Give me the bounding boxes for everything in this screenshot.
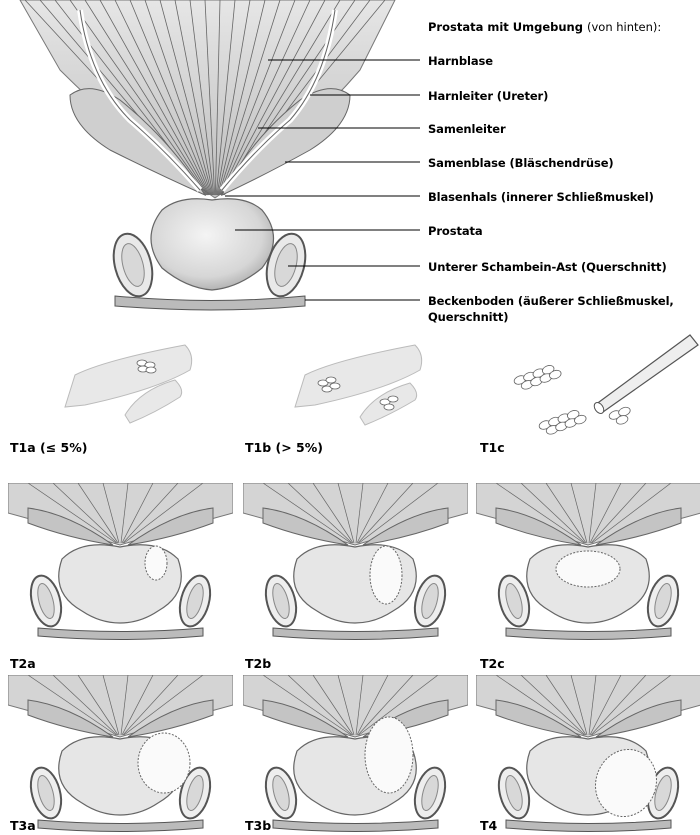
diagram-title: Prostata mit Umgebung (von hinten): xyxy=(428,20,661,34)
pelvic-floor xyxy=(115,296,305,310)
stage-t3a-illustration xyxy=(8,675,233,835)
stage-t1c-illustration xyxy=(500,330,700,450)
label-schambein: Unterer Schambein-Ast (Querschnitt) xyxy=(428,260,667,274)
label-blasenhals: Blasenhals (innerer Schließmuskel) xyxy=(428,190,654,204)
stage-t3b-illustration xyxy=(243,675,468,835)
prostate-shape xyxy=(151,199,274,290)
label-samenblase: Samenblase (Bläschendrüse) xyxy=(428,156,614,170)
label-harnleiter: Harnleiter (Ureter) xyxy=(428,89,548,103)
stage-label-t3a: T3a xyxy=(10,818,36,833)
label-beckenboden: Beckenboden (äußerer Schließmuskel, xyxy=(428,294,674,308)
label-prostata: Prostata xyxy=(428,224,483,238)
stage-label-t3b: T3b xyxy=(245,818,271,833)
stage-t2c-illustration xyxy=(476,483,700,643)
stage-t1b-illustration xyxy=(285,335,445,425)
stage-t4-illustration xyxy=(476,675,700,835)
stage-label-t2b: T2b xyxy=(245,656,271,671)
biopsy-needle xyxy=(592,335,698,415)
stage-t1a-illustration xyxy=(55,335,215,425)
diagram-title-main: Prostata mit Umgebung xyxy=(428,20,583,34)
stage-t2a-illustration xyxy=(8,483,233,643)
stage-label-t4: T4 xyxy=(480,818,497,833)
diagram-title-paren: (von hinten): xyxy=(587,20,661,34)
stage-label-t1a: T1a (≤ 5%) xyxy=(10,440,87,455)
label-beckenboden-cont: Querschnitt) xyxy=(428,310,508,324)
stage-label-t1c: T1c xyxy=(480,440,505,455)
stage-label-t2c: T2c xyxy=(480,656,505,671)
label-samenleiter: Samenleiter xyxy=(428,122,506,136)
stage-t2b-illustration xyxy=(243,483,468,643)
stage-label-t1b: T1b (> 5%) xyxy=(245,440,323,455)
label-harnblase: Harnblase xyxy=(428,54,493,68)
stage-label-t2a: T2a xyxy=(10,656,36,671)
